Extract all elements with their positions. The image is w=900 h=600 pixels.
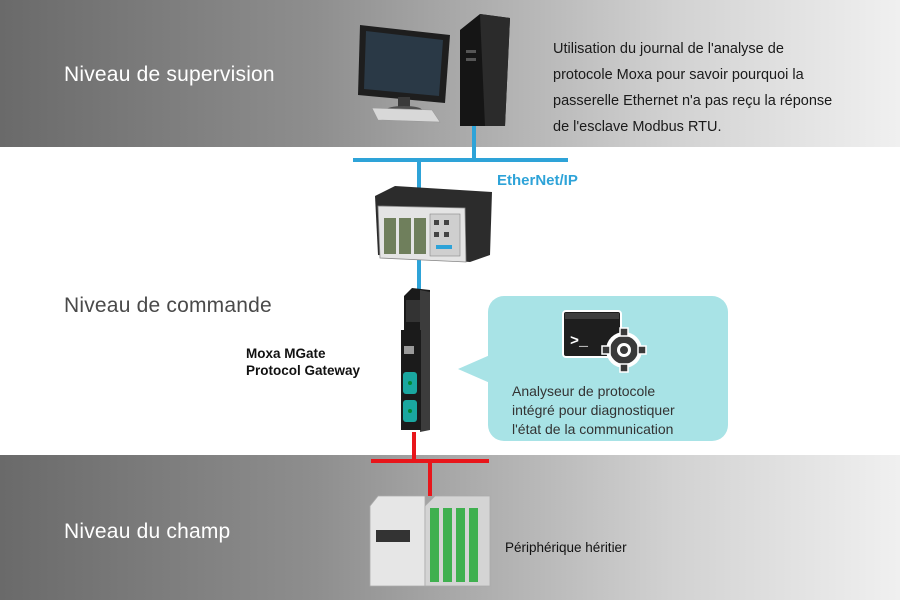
ethernet-lines xyxy=(353,120,568,295)
analyzer-description-line: intégré pour diagnostiquer xyxy=(512,402,675,418)
analyzer-description: Analyseur de protocole intégré pour diag… xyxy=(512,382,675,439)
gateway-label: Moxa MGate Protocol Gateway xyxy=(246,345,360,379)
analyzer-description-line: l'état de la communication xyxy=(512,421,674,437)
level-field-label: Niveau du champ xyxy=(64,520,231,543)
legacy-device-label: Périphérique héritier xyxy=(505,540,627,555)
gateway-label-line: Moxa MGate xyxy=(246,346,326,361)
level-supervision-label: Niveau de supervision xyxy=(64,63,275,86)
plc-icon xyxy=(375,186,492,263)
level-command-label: Niveau de commande xyxy=(64,294,272,317)
ethernet-ip-label: EtherNet/IP xyxy=(497,172,578,189)
supervision-description-line: passerelle Ethernet n'a pas reçu la répo… xyxy=(553,93,833,109)
gateway-icon xyxy=(401,288,430,432)
supervision-description-line: protocole Moxa pour savoir pourquoi la xyxy=(553,67,804,83)
supervision-band xyxy=(0,0,900,147)
supervision-description: Utilisation du journal de l'analyse de p… xyxy=(553,36,883,140)
supervision-description-line: de l'esclave Modbus RTU. xyxy=(553,119,722,135)
terminal-gear-icon: >_ xyxy=(562,310,647,373)
svg-text:>_: >_ xyxy=(570,333,589,350)
supervision-description-line: Utilisation du journal de l'analyse de xyxy=(553,41,784,57)
legacy-device-icon xyxy=(369,495,491,587)
workstation-icon xyxy=(358,14,510,126)
analyzer-bubble-tail xyxy=(458,355,490,383)
gateway-label-line: Protocol Gateway xyxy=(246,363,361,378)
analyzer-description-line: Analyseur de protocole xyxy=(512,383,656,399)
serial-lines xyxy=(371,432,489,496)
